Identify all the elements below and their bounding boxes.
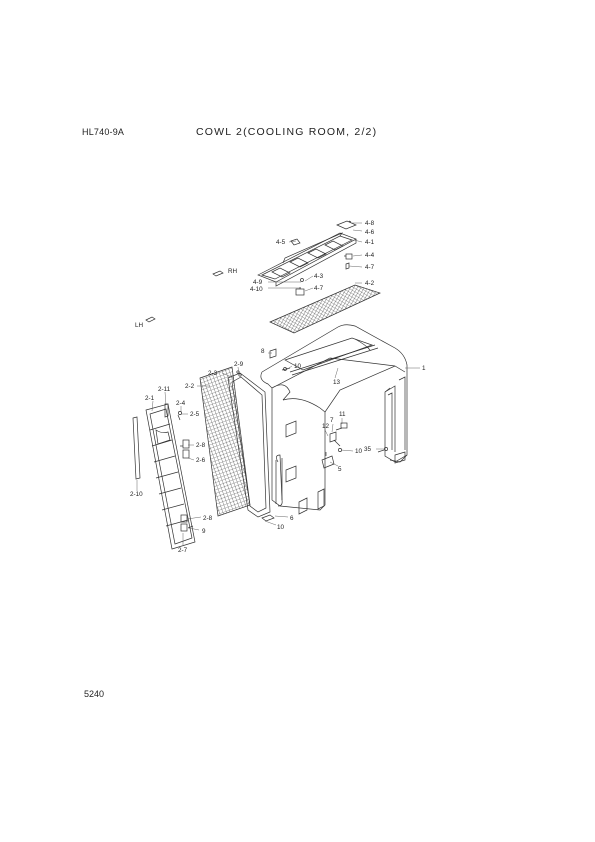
callout-4-10: 4-10 — [250, 286, 263, 293]
callout-4-7: 4-7 — [365, 264, 375, 271]
callout-2-8b: 2-8 — [203, 515, 213, 522]
callout-35: 35 — [364, 446, 372, 453]
page-title: COWL 2(COOLING ROOM, 2/2) — [196, 126, 378, 138]
body-hardware — [261, 348, 406, 522]
callout-1: 1 — [422, 365, 426, 372]
callout-5: 5 — [338, 466, 342, 473]
callout-4-6: 4-6 — [365, 229, 375, 236]
cowl-body — [260, 324, 408, 515]
model-code: HL740-9A — [82, 127, 125, 137]
door-mesh-screen — [199, 366, 251, 517]
callout-10c: 10 — [277, 524, 285, 531]
callout-13: 13 — [333, 379, 341, 386]
lh-arrow-icon — [145, 316, 156, 323]
rh-label: RH — [228, 268, 238, 275]
rh-arrow-icon — [212, 270, 224, 277]
callout-4-1: 4-1 — [365, 239, 375, 246]
callout-10b: 10 — [355, 448, 363, 455]
callout-2-6: 2-6 — [196, 457, 206, 464]
leader-lines — [136, 222, 420, 545]
door-rod — [132, 416, 141, 480]
callout-4-2: 4-2 — [365, 280, 375, 287]
callout-labels: 4-8 4-6 4-1 4-5 4-4 4-7 4-3 4-9 4-10 4-7… — [130, 220, 426, 554]
callout-2-3: 2-3 — [208, 370, 218, 377]
lh-label: LH — [135, 322, 144, 329]
callout-10: 10 — [294, 363, 302, 370]
callout-4-8: 4-8 — [365, 220, 375, 227]
callout-4-9: 4-9 — [253, 279, 263, 286]
top-filter-frame — [257, 232, 357, 287]
callout-6: 6 — [290, 515, 294, 522]
callout-11: 11 — [339, 411, 346, 418]
callout-2-4: 2-4 — [176, 400, 186, 407]
callout-8: 8 — [261, 348, 265, 355]
page-number: 5240 — [84, 689, 105, 699]
callout-2-7: 2-7 — [178, 547, 188, 554]
callout-2-11: 2-11 — [158, 386, 171, 393]
top-mesh-screen — [269, 284, 381, 334]
callout-2-1: 2-1 — [145, 395, 155, 402]
callout-4-5: 4-5 — [276, 239, 286, 246]
callout-2-9: 2-9 — [234, 361, 244, 368]
callout-9: 9 — [202, 528, 206, 535]
callout-2-5: 2-5 — [190, 411, 200, 418]
callout-4-4: 4-4 — [365, 252, 375, 259]
callout-4-7b: 4-7 — [314, 285, 324, 292]
top-hardware — [290, 220, 357, 296]
callout-2-8: 2-8 — [196, 442, 206, 449]
callout-2-10: 2-10 — [130, 491, 143, 498]
door-hardware — [177, 411, 194, 532]
side-door — [145, 403, 196, 550]
callout-12: 12 — [322, 423, 330, 430]
callout-7: 7 — [330, 417, 334, 424]
callout-4-3: 4-3 — [314, 273, 324, 280]
callout-2-2: 2-2 — [185, 383, 195, 390]
